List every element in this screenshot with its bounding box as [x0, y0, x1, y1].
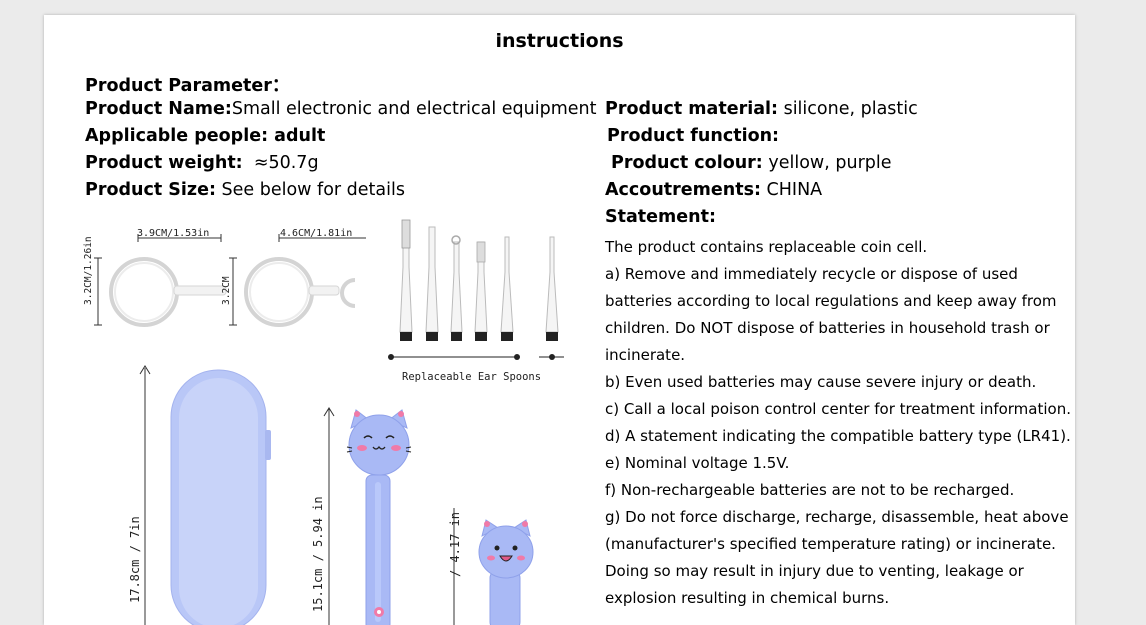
statement-line: incinerate.: [605, 346, 686, 364]
field-label: Accoutrements:: [605, 180, 761, 200]
statement-line: e) Nominal voltage 1.5V.: [605, 454, 790, 472]
ring-small-height-label: 3.2CM/1.26in: [83, 236, 94, 305]
statement-line: a) Remove and immediately recycle or dis…: [605, 265, 1018, 283]
case-height-label: 17.8cm / 7in: [128, 516, 142, 603]
document-title: instructions: [495, 30, 624, 52]
product-size-field: Product Size: See below for details: [85, 180, 405, 200]
storage-case-illustration: [139, 365, 271, 625]
ring-large-height-label: 3.2CM: [221, 276, 232, 305]
statement-line: Doing so may result in injury due to ven…: [605, 562, 1024, 580]
field-value: See below for details: [215, 180, 405, 200]
product-parameter-heading: Product Parameter：: [85, 76, 290, 96]
cat-ear-cleaner-illustration: [323, 407, 412, 625]
accoutrements-field: Accoutrements: CHINA: [605, 180, 822, 200]
ring-small-width-label: 3.9CM/1.53in: [137, 228, 210, 239]
statement-heading: Statement:: [605, 207, 716, 227]
field-value: yellow, purple: [762, 153, 892, 173]
ear-ring-large-illustration: [229, 234, 366, 327]
statement-line: g) Do not force discharge, recharge, dis…: [605, 508, 1069, 526]
field-value: Small electronic and electrical equipmen…: [231, 99, 597, 119]
statement-line: batteries according to local regulations…: [605, 292, 1057, 310]
statement-line: children. Do NOT dispose of batteries in…: [605, 319, 1050, 337]
statement-line: d) A statement indicating the compatible…: [605, 427, 1071, 445]
replaceable-ear-spoons-illustration: [388, 219, 564, 360]
tool-height-label: 15.1cm / 5.94 in: [311, 496, 325, 612]
product-function-field: Product function:: [607, 126, 779, 146]
small-cat-tool-illustration: [453, 508, 534, 625]
statement-line: The product contains replaceable coin ce…: [605, 238, 928, 256]
statement-line: c) Call a local poison control center fo…: [605, 400, 1071, 418]
small-tool-height-label: / 4.17 in: [448, 511, 462, 577]
ear-spoons-caption: Replaceable Ear Spoons: [402, 371, 542, 383]
field-value: CHINA: [760, 180, 823, 200]
field-label: Product function:: [607, 126, 780, 146]
statement-line: explosion resulting in chemical burns.: [605, 589, 890, 607]
field-label: Product material:: [605, 99, 779, 119]
field-label: Statement:: [605, 207, 716, 227]
ring-large-width-label: 4.6CM/1.81in: [280, 228, 353, 239]
field-label: Product Name:: [85, 99, 232, 119]
field-label: Product colour:: [611, 153, 763, 173]
field-label: Product Size:: [85, 180, 216, 200]
field-value: silicone, plastic: [778, 99, 918, 119]
field-value: ≈50.7g: [242, 153, 319, 173]
document-page: instructions Product Parameter： Product …: [44, 15, 1075, 625]
statement-line: b) Even used batteries may cause severe …: [605, 373, 1037, 391]
applicable-people-field: Applicable people: adult: [85, 126, 325, 146]
product-name-field: Product Name:Small electronic and electr…: [85, 99, 596, 119]
statement-body: The product contains replaceable coin ce…: [605, 234, 1071, 612]
product-weight-field: Product weight: ≈50.7g: [85, 153, 319, 173]
field-label: Applicable people: adult: [85, 126, 326, 146]
statement-line: (manufacturer's specified temperature ra…: [605, 535, 1056, 553]
field-label: Product weight:: [85, 153, 243, 173]
product-material-field: Product material: silicone, plastic: [605, 99, 918, 119]
statement-line: f) Non-rechargeable batteries are not to…: [605, 481, 1015, 499]
ear-ring-small-illustration: [94, 234, 227, 327]
product-colour-field: Product colour: yellow, purple: [611, 153, 892, 173]
